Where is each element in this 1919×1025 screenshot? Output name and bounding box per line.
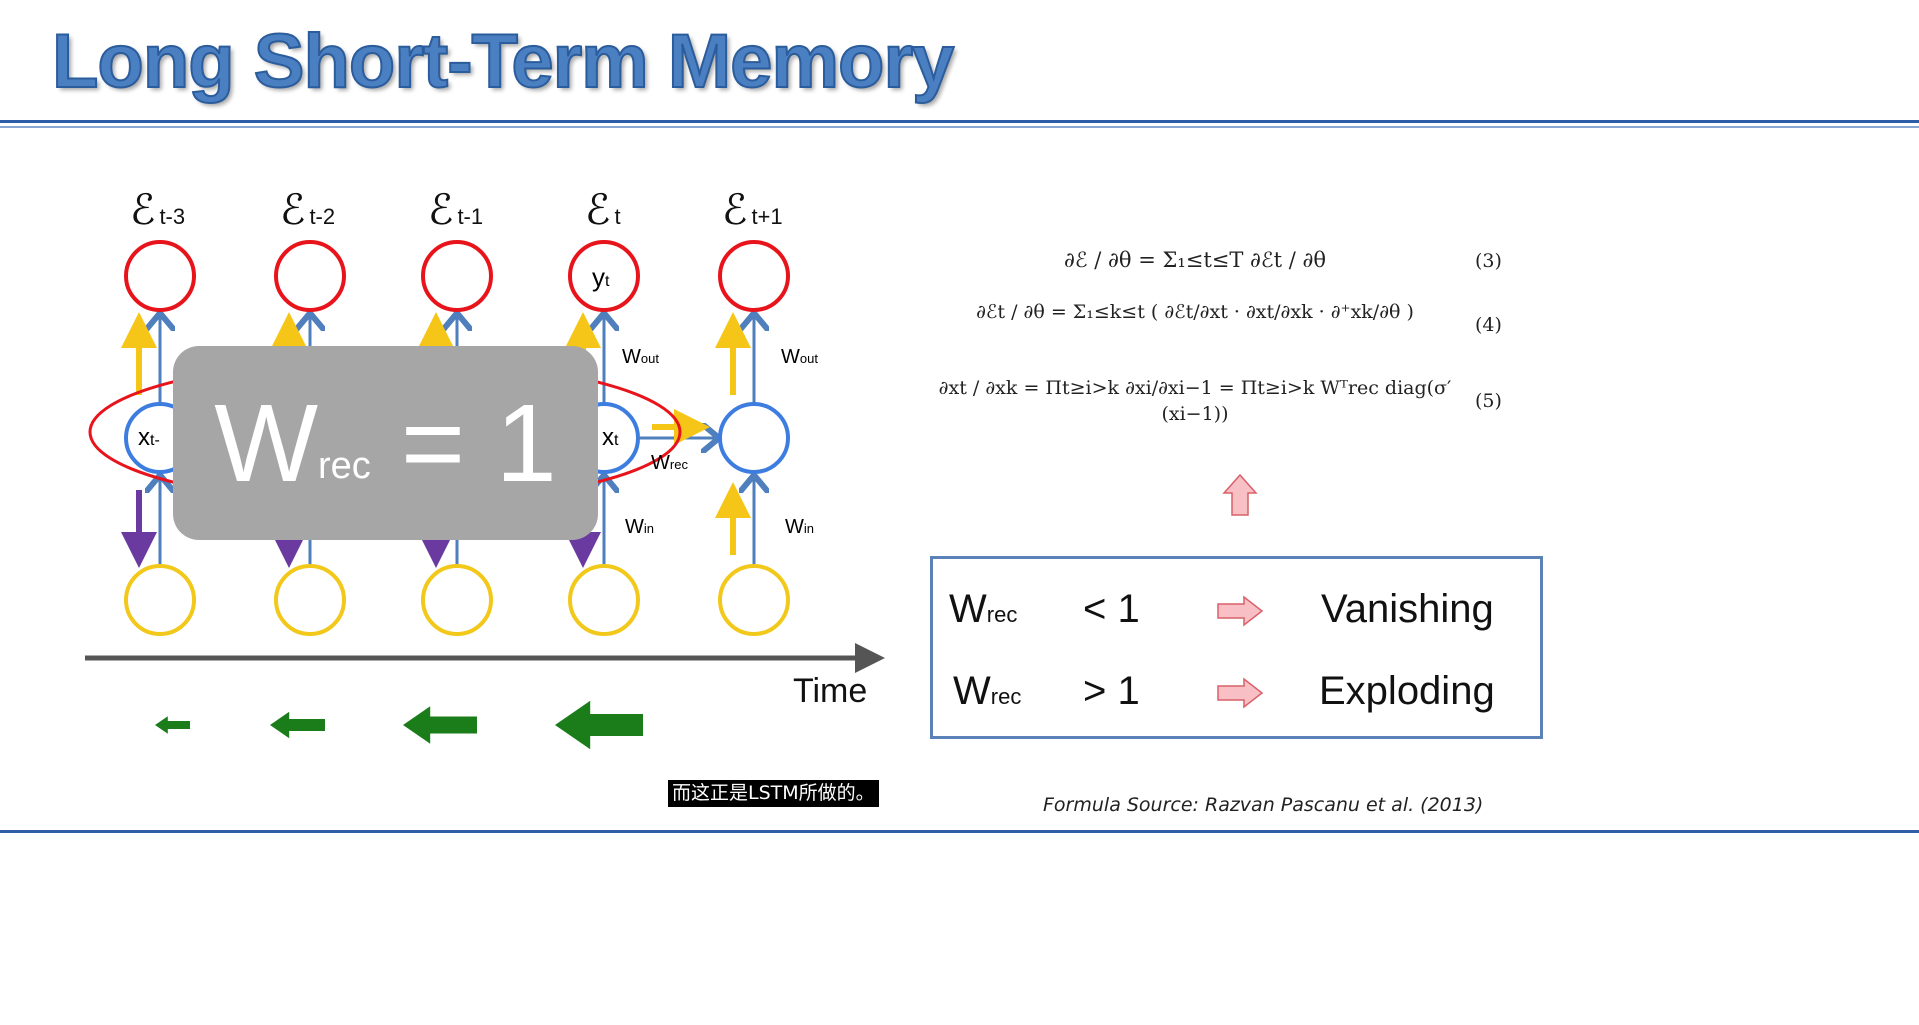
video-subtitle: 而这正是LSTM所做的。	[668, 780, 879, 807]
error-subscript: t-3	[159, 204, 186, 229]
w-main: W	[625, 516, 644, 538]
formula-source: Formula Source: Razvan Pascanu et al. (2…	[1043, 794, 1484, 816]
overlay-w: W	[214, 381, 319, 505]
output-label-main: y	[592, 262, 605, 292]
w-main: W	[953, 669, 991, 713]
pink-right-arrow-icon	[1217, 677, 1264, 709]
output-node	[718, 240, 790, 312]
output-node	[568, 240, 640, 312]
condition-result: Vanishing	[1321, 587, 1494, 631]
w-main: W	[785, 516, 804, 538]
gradient-magnitude-arrow-icon	[155, 716, 190, 734]
equation-3: ∂ℰ / ∂θ = Σ₁≤t≤T ∂ℰt / ∂θ	[935, 246, 1455, 274]
hidden-label-sub: t-	[150, 432, 160, 449]
w-sub: in	[803, 521, 815, 536]
w-sub: rec	[986, 602, 1018, 627]
overlay-rest: = 1	[400, 381, 557, 505]
w-main: W	[622, 346, 641, 368]
pink-right-arrow-icon	[1217, 595, 1264, 627]
error-symbol: ℰ	[722, 186, 748, 233]
hidden-label-main: x	[138, 424, 150, 451]
w-out-label: Wout	[781, 346, 818, 369]
error-subscript: t-2	[309, 204, 336, 229]
gradient-conditions-box: Wrec < 1 Vanishing Wrec > 1 Exploding	[930, 556, 1543, 739]
error-symbol: ℰ	[280, 186, 306, 233]
header-divider	[0, 120, 1919, 123]
input-node	[421, 564, 493, 636]
gradient-magnitude-arrow-icon	[403, 706, 477, 744]
hidden-label-t: xt	[602, 424, 618, 452]
equation-4: ∂ℰt / ∂θ = Σ₁≤k≤t ( ∂ℰt/∂xt · ∂xt/∂xk · …	[935, 300, 1455, 326]
equation-number: (5)	[1475, 390, 1502, 412]
error-symbol: ℰ	[585, 186, 611, 233]
pink-up-arrow-icon	[1222, 473, 1258, 516]
condition-relation: > 1	[1083, 669, 1140, 713]
input-node	[568, 564, 640, 636]
error-subscript: t	[614, 204, 621, 229]
error-subscript: t-1	[457, 204, 484, 229]
equation-5: ∂xt / ∂xk = Πt≥i>k ∂xi/∂xi−1 = Πt≥i>k Wᵀ…	[935, 376, 1455, 427]
error-symbol: ℰ	[428, 186, 454, 233]
footer-divider	[0, 830, 1919, 833]
header-divider-light	[0, 126, 1919, 128]
w-rec-label: Wrec	[651, 452, 688, 475]
equation-number: (3)	[1475, 250, 1502, 272]
hidden-label-prev: xt-	[138, 424, 160, 452]
w-sub: rec	[990, 684, 1022, 709]
hidden-label-main: x	[602, 424, 614, 451]
condition-row-exploding: Wrec	[953, 669, 1021, 714]
overlay-sub: rec	[318, 445, 371, 487]
eq-rhs: = Σ₁≤t≤T ∂ℰt / ∂θ	[1138, 248, 1326, 272]
condition-relation: < 1	[1083, 587, 1140, 631]
error-subscript: t+1	[751, 204, 783, 229]
output-label-yt: yt	[592, 262, 609, 293]
gradient-magnitude-arrow-icon	[555, 700, 643, 750]
eq-lhs: ∂xt / ∂xk	[938, 377, 1018, 399]
eq-rhs: = Σ₁≤k≤t ( ∂ℰt/∂xt · ∂xt/∂xk · ∂⁺xk/∂θ )	[1050, 301, 1414, 323]
output-node	[421, 240, 493, 312]
w-sub: out	[799, 351, 818, 366]
input-node	[124, 564, 196, 636]
input-node	[718, 564, 790, 636]
hidden-label-sub: t	[614, 432, 619, 449]
input-node	[274, 564, 346, 636]
equation-number: (4)	[1475, 314, 1502, 336]
eq-lhs: ∂ℰ / ∂θ	[1064, 248, 1132, 272]
slide-title: Long Short-Term Memory	[51, 18, 955, 105]
output-node	[124, 240, 196, 312]
output-node	[274, 240, 346, 312]
error-symbol: ℰ	[130, 186, 156, 233]
w-out-label: Wout	[622, 346, 659, 369]
w-main: W	[651, 452, 670, 474]
eq-rhs: = Πt≥i>k ∂xi/∂xi−1 = Πt≥i>k Wᵀrec diag(σ…	[1023, 377, 1452, 425]
w-main: W	[949, 587, 987, 631]
condition-result: Exploding	[1319, 669, 1495, 713]
w-sub: out	[640, 351, 659, 366]
gradient-magnitude-arrow-icon	[270, 711, 325, 739]
eq-lhs: ∂ℰt / ∂θ	[976, 301, 1045, 323]
w-in-label: Win	[785, 516, 814, 539]
condition-row-vanishing: Wrec	[949, 587, 1017, 632]
w-sub: in	[643, 521, 655, 536]
output-label-sub: t	[605, 273, 610, 290]
time-label: Time	[793, 672, 868, 710]
hidden-node	[718, 402, 790, 474]
w-sub: rec	[669, 457, 688, 472]
w-in-label: Win	[625, 516, 654, 539]
w-main: W	[781, 346, 800, 368]
